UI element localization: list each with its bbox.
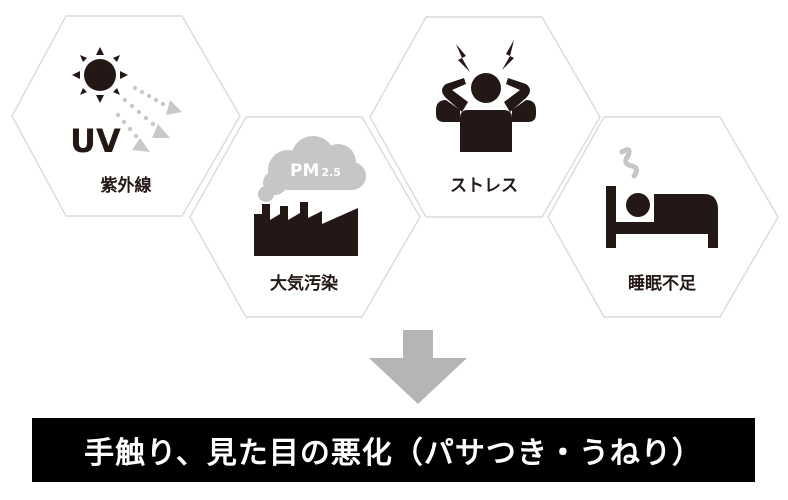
hex-stress: ストレス <box>369 16 601 218</box>
hex-uv: UV 紫外線 <box>11 15 241 217</box>
hex-label-air-pollution: 大気汚染 <box>270 273 338 294</box>
sleeping-bed-icon <box>606 147 718 248</box>
uv-icon-text: UV <box>70 122 121 160</box>
hex-sleep: 睡眠不足 <box>547 116 779 318</box>
sun-rays-icon <box>72 47 182 152</box>
down-arrow-icon <box>369 330 467 404</box>
hex-label-sleep: 睡眠不足 <box>628 273 696 294</box>
result-banner: 手触り、見た目の悪化（パサつき・うねり） <box>32 418 755 482</box>
factory-smog-icon <box>254 136 366 256</box>
result-banner-text: 手触り、見た目の悪化（パサつき・うねり） <box>84 436 703 471</box>
hex-label-uv: 紫外線 <box>101 175 152 196</box>
stressed-person-icon <box>436 40 536 152</box>
hex-label-stress: ストレス <box>450 176 518 196</box>
